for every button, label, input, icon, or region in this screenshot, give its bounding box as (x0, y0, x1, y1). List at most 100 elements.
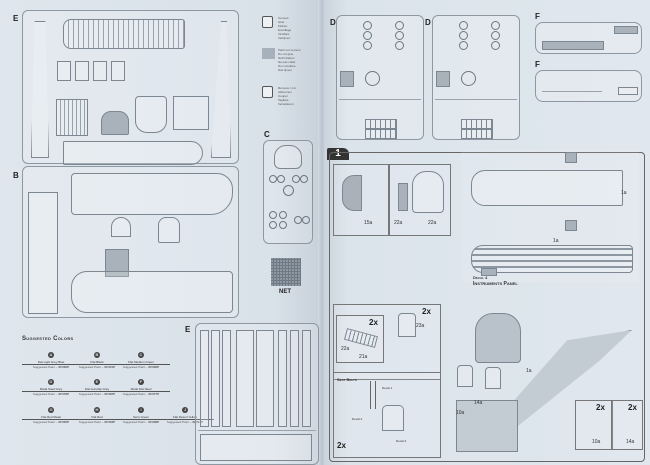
rotor-blade-part (200, 330, 209, 427)
lens-part (279, 221, 287, 229)
lens-part (294, 216, 302, 224)
panel-part (398, 183, 408, 211)
fuselage-floor-part (63, 19, 185, 49)
sprue-e-top (22, 10, 239, 165)
sprue-b (22, 166, 239, 318)
wheel-part (491, 31, 500, 40)
color-letter-icon: J (182, 407, 188, 413)
seat-row-part (365, 119, 397, 129)
color-name: Flat Red Metal (22, 415, 80, 420)
seat-back-part (101, 111, 129, 135)
bulkhead-part (342, 175, 362, 211)
color-name: Flat Desert Yellow (156, 415, 214, 420)
seat-part-3 (93, 61, 107, 81)
sprue-label-e-top: E (13, 14, 19, 23)
color-code: Suggested Paint – XF078P (32, 392, 70, 396)
color-letter-icon: D (48, 379, 54, 385)
color-name: Flat Light Grey Blue (22, 360, 80, 365)
wheel-part (491, 41, 500, 50)
glue-icon (262, 16, 273, 28)
small-parts-strip (200, 434, 312, 461)
rotor-blade-part (278, 330, 287, 427)
seat-belts-label: Seat Belts (337, 377, 357, 382)
sprue-f-2 (535, 70, 642, 102)
color-letter-icon: B (94, 352, 100, 358)
sprue-d-1 (336, 15, 424, 140)
color-name: Flat Medium Green (112, 360, 170, 365)
side-panel-right-part (211, 21, 231, 158)
cockpit-bulkhead-assembly (475, 313, 521, 363)
mount-part (565, 220, 577, 231)
color-name: Flat Black (68, 360, 126, 365)
strip-part (542, 91, 602, 92)
net-part (271, 258, 301, 286)
ramp-part (28, 192, 58, 314)
seat-row-part (461, 119, 493, 129)
hub-part (461, 71, 476, 86)
color-name: Flat Red (68, 415, 126, 420)
rotor-blade-part (302, 330, 311, 427)
rotor-blade-part (290, 330, 299, 427)
color-name: Semi Green (112, 415, 170, 420)
step-1-box (329, 152, 645, 462)
color-code: Suggested Paint – XF005P (32, 420, 70, 424)
fuselage-half-bottom-part (71, 271, 233, 313)
panel-part (618, 87, 638, 95)
remove-icon (262, 86, 273, 98)
wheel-part (459, 21, 468, 30)
part-label: 1a (526, 368, 532, 374)
wheel-part (363, 21, 372, 30)
color-code: Suggested Paint – XF003P (78, 420, 116, 424)
sprue-divider (198, 430, 316, 431)
part-label: 10a (456, 410, 465, 416)
bulkhead-part (56, 99, 88, 136)
grey-swatch-icon (262, 48, 275, 59)
floor-bottom-part (63, 141, 203, 165)
hub-parts-column (256, 330, 274, 427)
color-letter-icon: H (94, 407, 100, 413)
side-panel-left-part (31, 21, 49, 158)
seat-row-part (461, 129, 493, 139)
net-label: NET (279, 289, 291, 295)
sprue-label-f-1: F (535, 12, 540, 21)
wheel-part (395, 31, 404, 40)
color-letter-icon: F (138, 379, 144, 385)
lens-part (292, 175, 300, 183)
color-letter-icon: E (94, 379, 100, 385)
color-code: Suggested Paint – XF008P (122, 420, 160, 424)
color-name: Metal Steel Grey (22, 387, 80, 392)
lens-part (269, 221, 277, 229)
detail-box-10a: 2x 10a (575, 400, 613, 450)
color-name: Flat Gunship Grey (68, 387, 126, 392)
seat-perspective-2 (485, 367, 501, 389)
small-part-a (111, 217, 131, 237)
cockpit-sub-1: 15a (333, 164, 389, 236)
seat-frame-sub: 2x 22a 21a (336, 315, 384, 363)
seat-perspective-1 (457, 365, 473, 387)
left-page (0, 0, 322, 465)
color-letter-icon: A (48, 352, 54, 358)
cockpit-sub-2: 22a 22a (389, 164, 451, 236)
seat-part-2 (75, 61, 89, 81)
lens-part (302, 216, 310, 224)
sprue-e-bottom (195, 323, 319, 465)
wheel-part (363, 41, 372, 50)
color-code: Suggested Paint – XF077P (122, 392, 160, 396)
canopy-part (274, 145, 302, 169)
floor-front-part (456, 400, 518, 452)
wheel-part (459, 31, 468, 40)
color-code: Suggested Paint – XF052P (78, 392, 116, 396)
wheel-part (395, 41, 404, 50)
lens-part (300, 175, 308, 183)
sprue-f-1 (535, 22, 642, 54)
small-part-b (158, 217, 180, 243)
floor-assembly-top (471, 170, 623, 206)
sprue-label-b: B (13, 171, 19, 180)
seat-sub: 2x 23a (333, 304, 441, 380)
sprue-divider (339, 99, 421, 100)
